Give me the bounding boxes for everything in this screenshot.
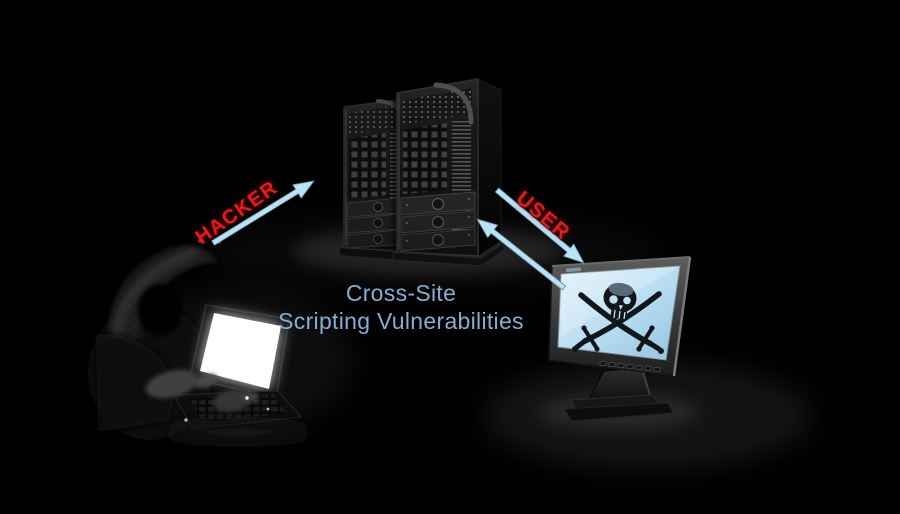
pirate-skull-monitor-icon [548,256,692,422]
caption: Cross-Site Scripting Vulnerabilities [278,279,524,335]
hacker-at-laptop-icon [88,239,313,442]
laptop-screen [200,313,281,389]
skull-crossed-swords-icon [572,282,664,354]
monitor-logo [565,267,582,273]
arrow-down-right-icon [494,187,585,264]
flow-arrows [211,180,585,291]
arrow-up-right-icon [211,180,315,246]
caption-line-2: Scripting Vulnerabilities [278,308,524,334]
arrow-up-left-icon [476,218,567,291]
monitor-buttons [599,361,661,372]
caption-line-1: Cross-Site [345,280,457,306]
server-towers-icon [340,78,505,267]
